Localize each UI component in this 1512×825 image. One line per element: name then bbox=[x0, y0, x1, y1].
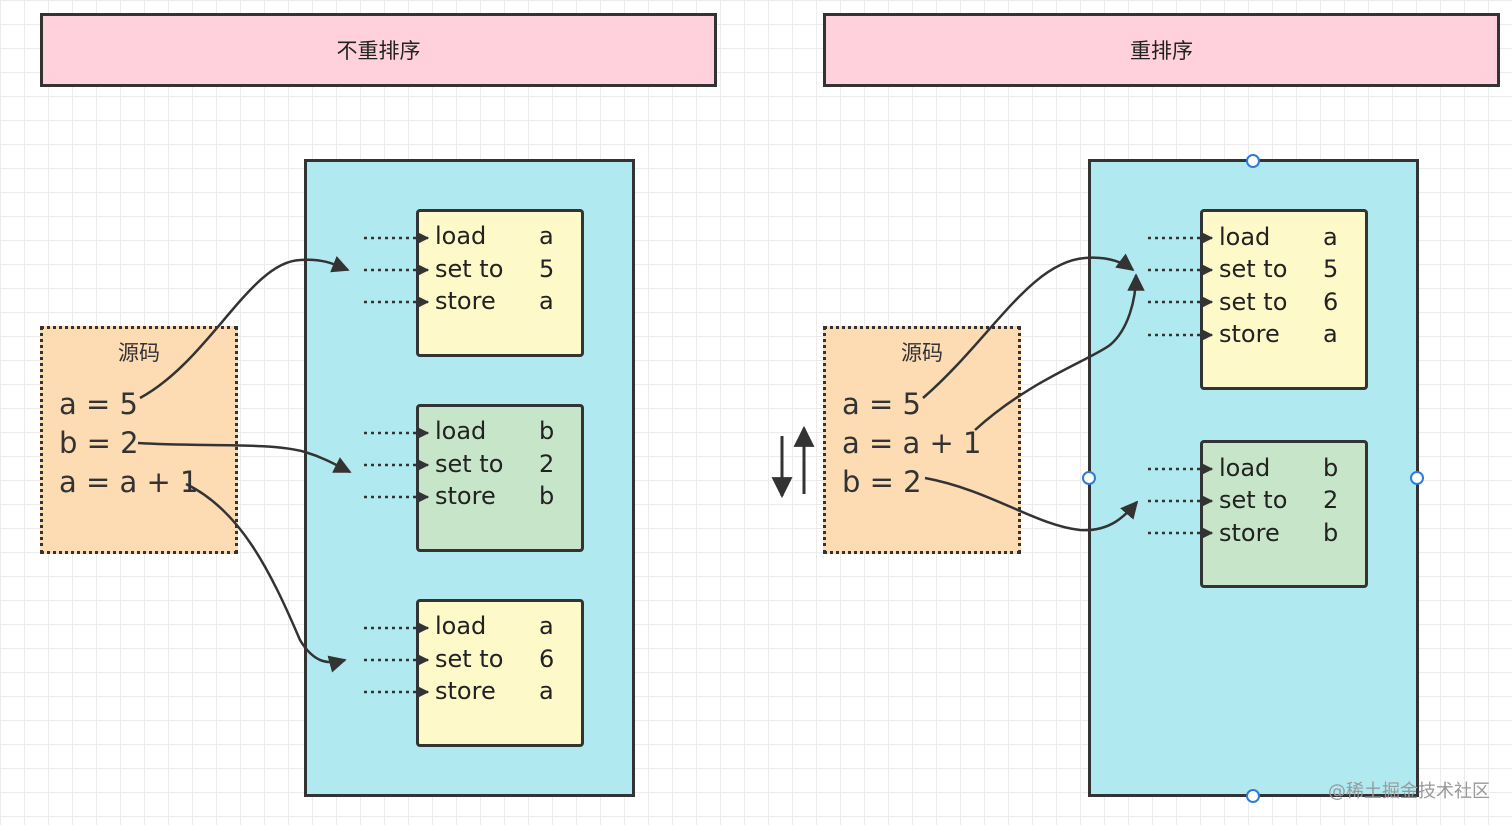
op-name: set to bbox=[1219, 486, 1288, 514]
op-name: set to bbox=[1219, 255, 1288, 283]
op-name: set to bbox=[1219, 288, 1288, 316]
op-arg: a bbox=[539, 677, 554, 705]
connector-b2 bbox=[137, 441, 352, 474]
connector-a-plus-1 bbox=[974, 273, 1145, 431]
op-arg: b bbox=[539, 482, 555, 510]
op-name: load bbox=[435, 417, 487, 445]
watermark: @稀土掘金技术社区 bbox=[1328, 781, 1490, 802]
resize-handle-top[interactable] bbox=[1246, 154, 1260, 168]
resize-handle-right[interactable] bbox=[1410, 471, 1424, 485]
left-source-line-2: b = 2 bbox=[59, 426, 139, 460]
op-arg: 5 bbox=[539, 255, 555, 283]
swap-arrows-icon bbox=[771, 425, 815, 499]
op-name: store bbox=[435, 287, 496, 315]
op-name: load bbox=[1219, 454, 1271, 482]
left-block-2: load b set to 2 store b bbox=[416, 404, 584, 552]
op-arg: a bbox=[539, 287, 554, 315]
op-name: load bbox=[1219, 223, 1271, 251]
left-source-line-3: a = a + 1 bbox=[59, 465, 199, 499]
resize-handle-bottom[interactable] bbox=[1246, 789, 1260, 803]
left-source-line-1: a = 5 bbox=[59, 387, 138, 421]
op-name: store bbox=[1219, 320, 1280, 348]
op-name: store bbox=[435, 482, 496, 510]
connector-a5 bbox=[139, 256, 350, 400]
resize-handle-left[interactable] bbox=[1082, 471, 1096, 485]
op-arg: 6 bbox=[539, 645, 555, 673]
op-arg: b bbox=[539, 417, 555, 445]
right-block-2: load b set to 2 store b bbox=[1200, 440, 1368, 588]
op-name: set to bbox=[435, 255, 504, 283]
op-name: load bbox=[435, 222, 487, 250]
right-source-line-2: a = a + 1 bbox=[842, 426, 982, 460]
op-arg: b bbox=[1323, 519, 1339, 547]
op-arg: a bbox=[539, 222, 554, 250]
right-source-line-1: a = 5 bbox=[842, 387, 921, 421]
right-source-title: 源码 bbox=[901, 341, 943, 365]
left-header: 不重排序 bbox=[40, 13, 717, 87]
left-header-label: 不重排序 bbox=[336, 39, 421, 63]
connector-b2 bbox=[924, 476, 1139, 532]
left-source-title: 源码 bbox=[118, 341, 160, 365]
connector-a-plus-1 bbox=[185, 482, 347, 673]
left-block-3: load a set to 6 store a bbox=[416, 599, 584, 747]
right-source-box: 源码 a = 5 a = a + 1 b = 2 bbox=[823, 326, 1021, 554]
left-source-box: 源码 a = 5 b = 2 a = a + 1 bbox=[40, 326, 238, 554]
op-name: load bbox=[435, 612, 487, 640]
op-arg: 2 bbox=[1323, 486, 1339, 514]
right-header-label: 重排序 bbox=[1130, 39, 1193, 63]
op-arg: a bbox=[539, 612, 554, 640]
right-header: 重排序 bbox=[823, 13, 1500, 87]
op-name: set to bbox=[435, 450, 504, 478]
op-name: store bbox=[1219, 519, 1280, 547]
op-arg: 2 bbox=[539, 450, 555, 478]
op-arg: 5 bbox=[1323, 255, 1339, 283]
op-name: store bbox=[435, 677, 496, 705]
op-arg: a bbox=[1323, 320, 1338, 348]
connector-a5 bbox=[922, 253, 1135, 399]
right-block-1: load a set to 5 set to 6 store a bbox=[1200, 209, 1368, 390]
left-block-1: load a set to 5 store a bbox=[416, 209, 584, 357]
op-arg: a bbox=[1323, 223, 1338, 251]
right-source-line-3: b = 2 bbox=[842, 465, 922, 499]
op-arg: b bbox=[1323, 454, 1339, 482]
op-name: set to bbox=[435, 645, 504, 673]
op-arg: 6 bbox=[1323, 288, 1339, 316]
